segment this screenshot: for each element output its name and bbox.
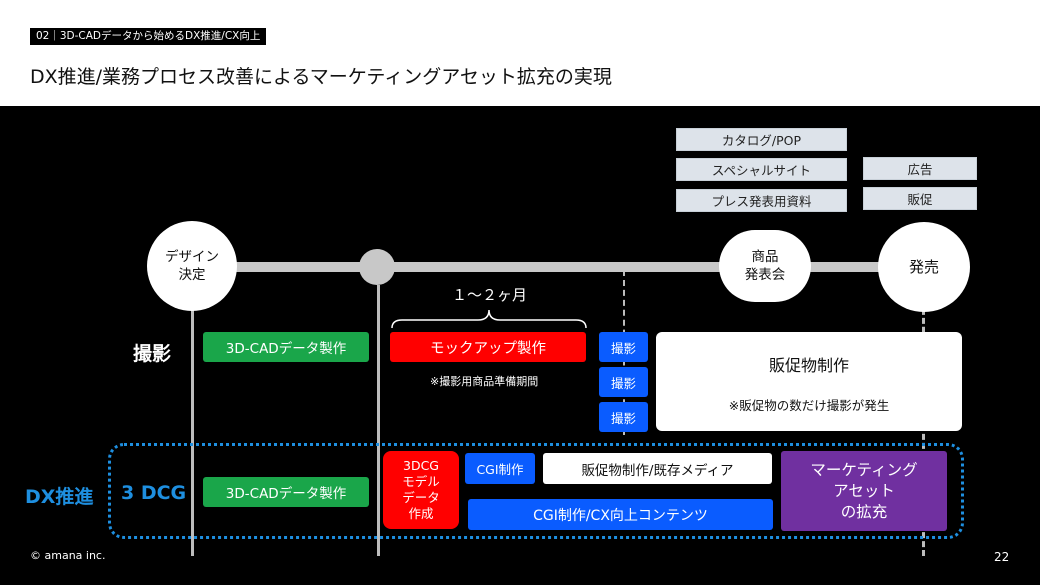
model-creation-line-4: 作成 xyxy=(408,506,434,521)
promo-production-box: 販促物制作 ※販促物の数だけ撮影が発生 xyxy=(656,332,962,431)
deliverable-press-material: プレス発表用資料 xyxy=(676,189,847,212)
duration-bracket xyxy=(391,309,587,329)
mockup-note: ※撮影用商品準備期間 xyxy=(430,375,539,388)
dx-row-label: DX推進 xyxy=(25,486,94,508)
timeline-bar xyxy=(192,262,924,272)
copyright: © amana inc. xyxy=(30,549,106,562)
marketing-asset-line-1: マーケティング xyxy=(810,460,918,479)
launch-event-label-2: 発表会 xyxy=(744,267,786,283)
shoot-box-1: 撮影 xyxy=(599,332,648,362)
design-decision-node: デザイン 決定 xyxy=(147,221,237,311)
milestone-line xyxy=(377,285,380,556)
model-creation-line-2: モデル xyxy=(402,474,440,489)
page-title: DX推進/業務プロセス改善によるマーケティングアセット拡充の実現 xyxy=(30,66,612,88)
shoot-box-3: 撮影 xyxy=(599,402,648,432)
photo-row-label: 撮影 xyxy=(133,343,172,365)
model-creation-line-1: 3DCG xyxy=(403,458,439,473)
promo-existing-media-box: 販促物制作/既存メディア xyxy=(543,453,772,484)
model-creation-line-3: データ xyxy=(402,490,440,505)
marketing-asset-line-2: アセット xyxy=(833,481,895,500)
deliverable-sales-promotion: 販促 xyxy=(863,187,977,210)
model-creation-box: 3DCG モデル データ 作成 xyxy=(383,451,459,529)
duration-label: １～２ヶ月 xyxy=(452,286,528,304)
mockup-box: モックアップ製作 xyxy=(390,332,586,362)
launch-event-node: 商品 発表会 xyxy=(719,230,811,302)
design-decision-label-1: デザイン xyxy=(165,249,219,265)
cg-row-label: 3 DCG xyxy=(121,482,187,504)
dx-cad-data-box: 3D-CADデータ製作 xyxy=(203,477,369,507)
photo-cad-data-box: 3D-CADデータ製作 xyxy=(203,332,369,362)
release-node: 発売 xyxy=(878,222,970,312)
design-decision-label-2: 決定 xyxy=(178,267,206,283)
cgi-cx-content-box: CGI制作/CX向上コンテンツ xyxy=(468,499,773,530)
section-tag: 02｜3D-CADデータから始めるDX推進/CX向上 xyxy=(30,28,267,45)
launch-event-label-1: 商品 xyxy=(751,249,779,265)
cgi-production-box: CGI制作 xyxy=(465,453,535,484)
page-number: 22 xyxy=(994,550,1010,564)
deliverable-catalog-pop: カタログ/POP xyxy=(676,128,847,151)
design-decision-line xyxy=(191,300,194,556)
deliverable-special-site: スペシャルサイト xyxy=(676,158,847,181)
marketing-asset-box: マーケティング アセット の拡充 xyxy=(781,451,947,531)
deliverable-advertising: 広告 xyxy=(863,157,977,180)
promo-production-note: ※販促物の数だけ撮影が発生 xyxy=(728,398,890,413)
promo-production-title: 販促物制作 xyxy=(768,356,849,375)
shoot-box-2: 撮影 xyxy=(599,367,648,397)
marketing-asset-line-3: の拡充 xyxy=(840,502,888,521)
milestone-node xyxy=(359,249,395,285)
dx-frame xyxy=(108,443,964,539)
